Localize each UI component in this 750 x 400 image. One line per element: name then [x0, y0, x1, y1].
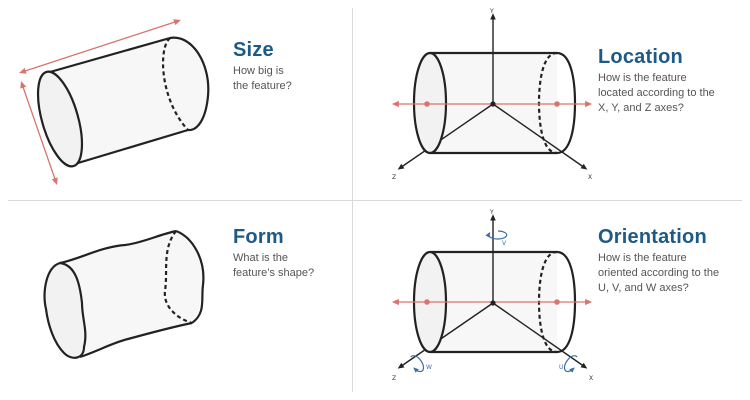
location-back-rim	[556, 51, 577, 155]
orientation-x-axis	[492, 302, 588, 369]
size-length-arrow	[19, 19, 181, 74]
location-desc-line-1: How is the feature	[598, 72, 687, 84]
size-description: How big is the feature?	[233, 64, 292, 94]
size-diameter-arrow	[20, 81, 58, 185]
orientation-desc-line-3: U, V, and W axes?	[598, 282, 689, 294]
location-front-face	[412, 51, 448, 155]
orientation-w-rotation-icon	[410, 355, 425, 373]
location-origin-dot	[490, 101, 496, 107]
location-front-center-dot	[424, 101, 430, 107]
location-x-label: X	[588, 174, 592, 181]
location-x-axis	[492, 103, 588, 170]
location-panel: Y Z X Location How is the feature locate…	[353, 0, 750, 200]
location-y-label: Y	[489, 8, 494, 15]
orientation-description: How is the feature oriented according to…	[598, 251, 719, 296]
form-illustration	[43, 229, 205, 359]
orientation-back-center-dot	[554, 299, 560, 305]
orientation-title: Orientation	[598, 226, 707, 248]
orientation-x-label: X	[589, 375, 593, 382]
size-back-rim	[169, 36, 210, 132]
form-front-face	[43, 261, 87, 359]
orientation-front-center-dot	[424, 299, 430, 305]
form-bottom-edge	[79, 321, 193, 359]
location-back-center-dot	[554, 101, 560, 107]
size-back-rim-hidden	[161, 37, 189, 131]
orientation-illustration: V W U Y Z X	[391, 209, 593, 382]
size-cylinder-illustration	[19, 19, 210, 185]
orientation-u-label: U	[559, 364, 563, 371]
size-desc-line-2: the feature?	[233, 80, 292, 92]
location-desc-line-2: located according to the	[598, 87, 715, 99]
form-desc-line-2: feature’s shape?	[233, 267, 315, 279]
location-z-label: Z	[392, 174, 396, 181]
size-cylinder-bottom-edge	[67, 128, 189, 168]
location-desc-line-3: X, Y, and Z axes?	[598, 102, 684, 114]
size-panel: Size How big is the feature?	[0, 0, 352, 200]
orientation-z-label: Z	[392, 375, 396, 382]
size-title: Size	[233, 39, 274, 61]
orientation-panel: V W U Y Z X Orientation How is the featu…	[353, 201, 750, 400]
form-panel: Form What is the feature’s shape?	[0, 201, 352, 400]
orientation-u-rotation-icon	[563, 355, 578, 373]
orientation-w-label: W	[426, 364, 432, 371]
location-z-axis	[397, 103, 494, 170]
orientation-y-label: Y	[489, 209, 494, 216]
size-desc-line-1: How big is	[233, 65, 284, 77]
location-illustration: Y Z X	[391, 8, 592, 181]
form-title: Form	[233, 226, 284, 248]
form-top-edge	[59, 229, 177, 265]
orientation-v-rotation-icon	[485, 230, 508, 240]
location-description: How is the feature located according to …	[598, 71, 715, 116]
orientation-origin-dot	[490, 300, 496, 306]
location-title: Location	[598, 46, 683, 68]
orientation-v-label: V	[502, 240, 507, 247]
horizontal-divider	[8, 200, 742, 201]
form-desc-line-1: What is the	[233, 252, 289, 264]
form-back-rim-hidden	[163, 230, 193, 325]
orientation-desc-line-1: How is the feature	[598, 252, 687, 264]
form-back-rim	[175, 229, 205, 324]
form-description: What is the feature’s shape?	[233, 251, 314, 281]
form-body	[60, 231, 205, 357]
orientation-desc-line-2: oriented according to the	[598, 267, 720, 279]
